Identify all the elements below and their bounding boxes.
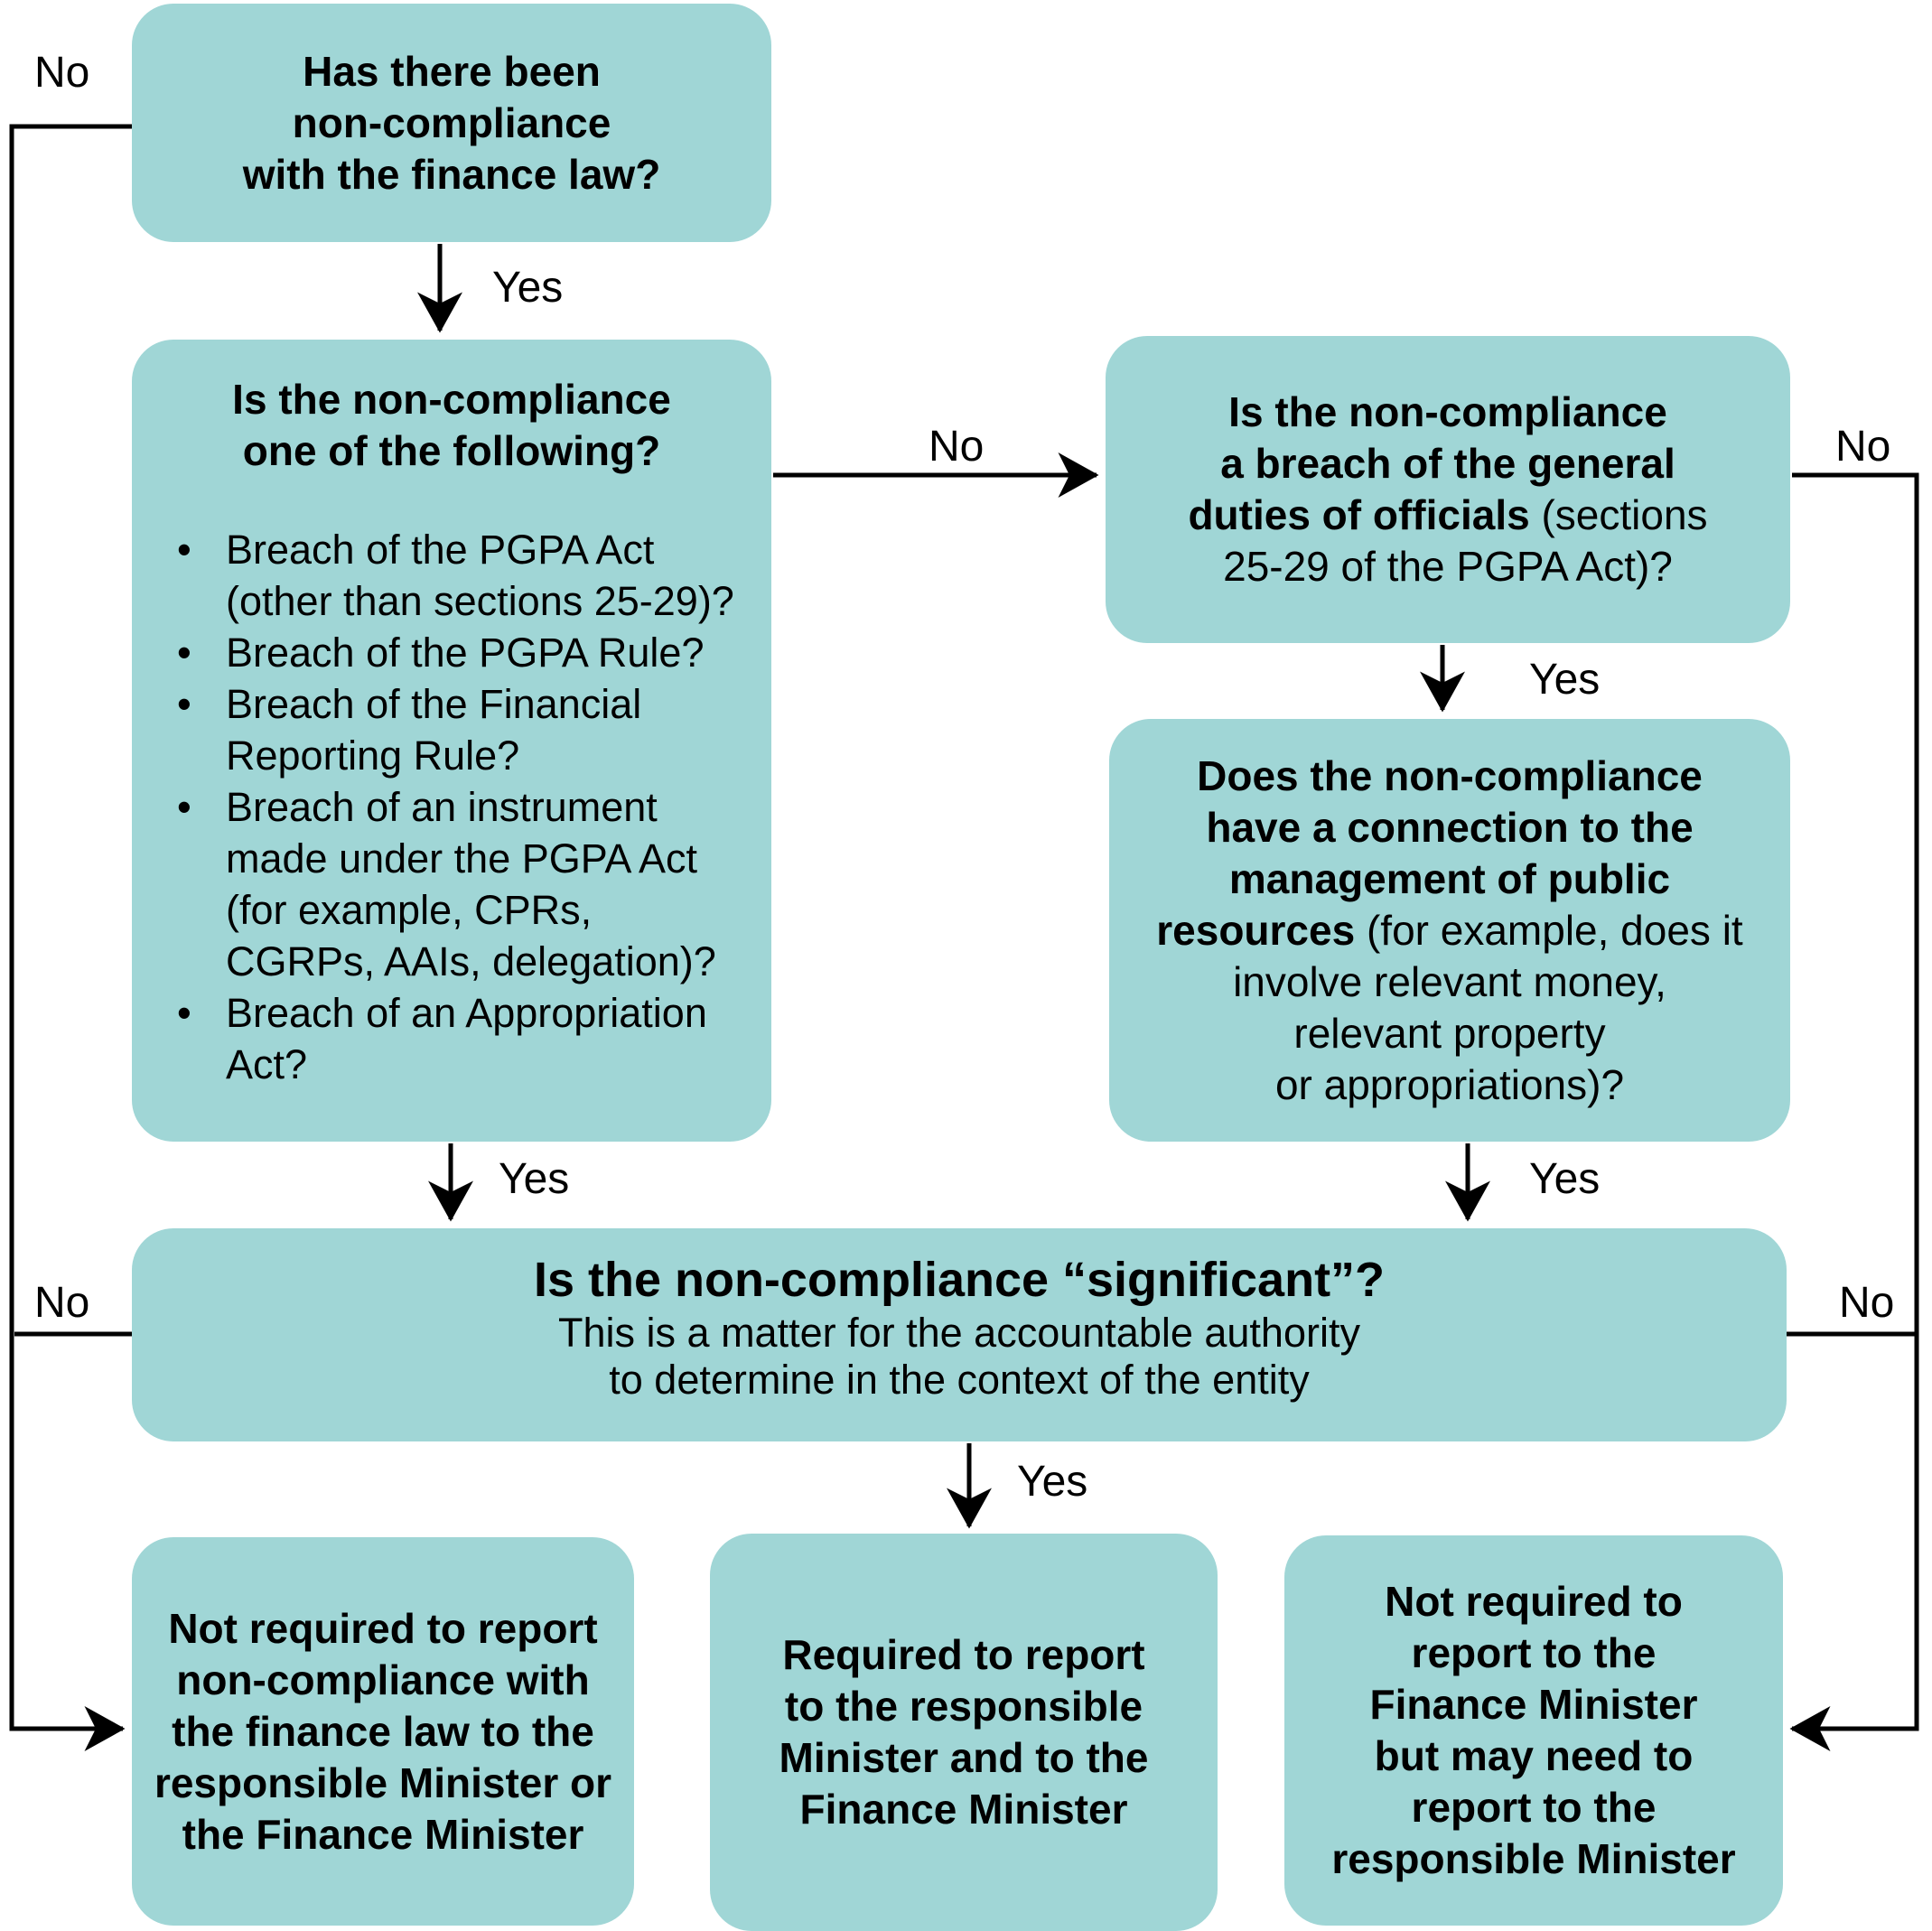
- node-text-line: Does the non-compliance: [1197, 751, 1703, 799]
- node-outcome-required-both-ministers: Required to report to the responsible Mi…: [710, 1534, 1218, 1931]
- node-text-line: Finance Minister: [1369, 1681, 1698, 1728]
- node-text-line: Not required to report: [168, 1604, 598, 1652]
- list-item: Breach of an instrument made under the P…: [163, 781, 746, 987]
- edge-label-yes-q1-q2: Yes: [492, 264, 564, 312]
- edge-label-yes-q4-q5: Yes: [1529, 1155, 1601, 1203]
- node-text-line: Is the non-compliance: [232, 376, 671, 423]
- list-item: Breach of the PGPA Rule?: [163, 627, 746, 678]
- node-text-line: Not required to: [1385, 1578, 1683, 1625]
- node-text-regular: (sections: [1529, 491, 1708, 538]
- breach-type-list: Breach of the PGPA Act (other than secti…: [132, 524, 771, 1090]
- node-text-line: report to the: [1411, 1784, 1657, 1831]
- node-text-line: a breach of the general: [1220, 440, 1675, 487]
- node-question-general-duties: Is the non-compliance a breach of the ge…: [1106, 336, 1790, 643]
- list-item: Breach of the Financial Reporting Rule?: [163, 678, 746, 781]
- node-text-line: involve relevant money,: [1233, 957, 1666, 1005]
- node-text-line: This is a matter for the accountable aut…: [558, 1310, 1360, 1356]
- node-text-line: to the responsible: [784, 1683, 1143, 1730]
- node-text-line: the Finance Minister: [182, 1810, 584, 1858]
- node-outcome-not-required-either-minister: Not required to report non-compliance wi…: [132, 1537, 634, 1926]
- node-text-bold: duties of officials: [1188, 491, 1530, 538]
- node-text-line: relevant property: [1293, 1009, 1606, 1057]
- node-text-line: duties of officials (sections: [1188, 490, 1707, 541]
- edge-label-no-q5-right: No: [1839, 1279, 1895, 1327]
- node-text-regular: (for example, does it: [1355, 906, 1743, 954]
- node-text-line: have a connection to the: [1206, 803, 1694, 851]
- node-text-line: non-compliance: [292, 98, 611, 146]
- node-question-noncompliance: Has there been non-compliance with the f…: [132, 4, 771, 242]
- node-text-line: the finance law to the: [172, 1707, 594, 1755]
- node-text-line: or appropriations)?: [1274, 1060, 1625, 1108]
- node-text-line: to determine in the context of the entit…: [609, 1357, 1310, 1403]
- node-text-line: responsible Minister or: [154, 1758, 612, 1806]
- node-text-line: report to the: [1411, 1629, 1657, 1676]
- node-outcome-not-required-finance-minister: Not required to report to the Finance Mi…: [1284, 1535, 1783, 1926]
- node-text-line: responsible Minister: [1331, 1835, 1736, 1882]
- edge-label-no-q1-left: No: [34, 49, 90, 97]
- node-text-line: Required to report: [782, 1631, 1145, 1678]
- edge-label-no-q3-right: No: [1835, 423, 1891, 471]
- edge-label-no-q5-left: No: [34, 1279, 90, 1327]
- node-question-significant: Is the non-compliance “significant”? Thi…: [132, 1228, 1787, 1441]
- node-text-bold: resources: [1156, 906, 1356, 954]
- edge-label-no-q2-q3: No: [929, 423, 985, 471]
- node-text-line: non-compliance with: [176, 1656, 590, 1703]
- node-text-line: Is the non-compliance: [1228, 388, 1667, 435]
- node-text-line: Minister and to the: [779, 1734, 1149, 1781]
- node-text-line: resources (for example, does it: [1156, 905, 1742, 956]
- node-text-line: management of public: [1228, 854, 1671, 902]
- node-text-line: Finance Minister: [799, 1786, 1128, 1833]
- node-text-line: Has there been: [303, 47, 601, 95]
- node-text-line: 25-29 of the PGPA Act)?: [1223, 543, 1673, 590]
- node-question-public-resources: Does the non-compliance have a connectio…: [1109, 719, 1790, 1142]
- edge-label-yes-q2-q5: Yes: [499, 1155, 570, 1203]
- connector-no-q3-to-outcome-right: [1789, 472, 1919, 1751]
- node-text-line: with the finance law?: [242, 150, 661, 198]
- connector-no-q1-to-outcome-left: [9, 124, 132, 1751]
- node-text-line: but may need to: [1374, 1732, 1694, 1779]
- node-title: Is the non-compliance one of the followi…: [232, 374, 671, 477]
- node-question-breach-type: Is the non-compliance one of the followi…: [132, 340, 771, 1142]
- node-text-line: one of the following?: [242, 427, 661, 474]
- edge-label-yes-q3-q4: Yes: [1529, 656, 1601, 704]
- list-item: Breach of the PGPA Act (other than secti…: [163, 524, 746, 627]
- list-item: Breach of an Appropriation Act?: [163, 987, 746, 1090]
- node-title: Is the non-compliance “significant”?: [533, 1253, 1386, 1307]
- edge-label-yes-q5-outcome: Yes: [1017, 1458, 1088, 1506]
